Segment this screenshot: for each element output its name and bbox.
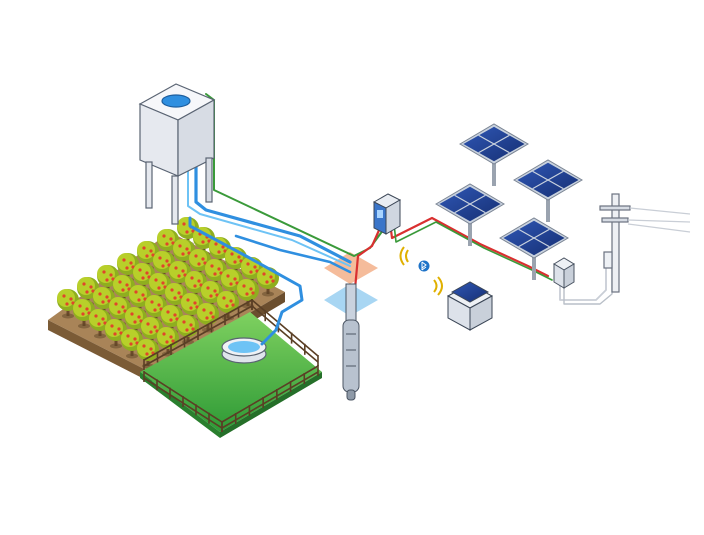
- solar-array: [499, 217, 569, 280]
- orchard-tree: [165, 283, 187, 313]
- orchard-tree: [113, 275, 135, 305]
- orchard-tree: [177, 315, 199, 345]
- orchard-tree: [73, 299, 95, 329]
- pipe-to-tower-2: [187, 111, 351, 267]
- orchard-trees: [57, 217, 279, 369]
- solar-panel-icon: [435, 123, 583, 280]
- fence-posts: [143, 299, 319, 432]
- utility-pole-icon: [599, 193, 691, 293]
- orchard-soil-front: [48, 320, 150, 382]
- cable-panels-dc: [388, 216, 550, 278]
- water-trough-icon: [221, 337, 267, 364]
- field-ground-edge-right: [220, 372, 322, 438]
- submersible-pump-icon: [342, 283, 360, 401]
- water-tower-icon: [138, 83, 216, 225]
- junction-box-icon: [553, 257, 575, 289]
- pump-controller-icon: [372, 193, 402, 235]
- orchard-tree: [177, 217, 199, 247]
- solar-array: [435, 183, 505, 246]
- orchard-tree: [121, 329, 143, 359]
- pipe-to-field: [234, 234, 352, 274]
- pasture-icon: [140, 299, 322, 438]
- pipe-tower-to-orchard: [188, 216, 304, 346]
- monitoring-device-icon: [446, 281, 494, 331]
- pipe-to-tower: [194, 108, 352, 264]
- pump-zone-top: [324, 252, 378, 284]
- bluetooth-icon: [399, 246, 443, 296]
- solar-array: [513, 159, 583, 222]
- cable-controller-to-tower: [205, 93, 387, 257]
- field-ground: [140, 312, 322, 432]
- solar-array: [459, 123, 529, 186]
- water-pipes: [187, 108, 352, 346]
- cable-grid-ac: [559, 259, 607, 301]
